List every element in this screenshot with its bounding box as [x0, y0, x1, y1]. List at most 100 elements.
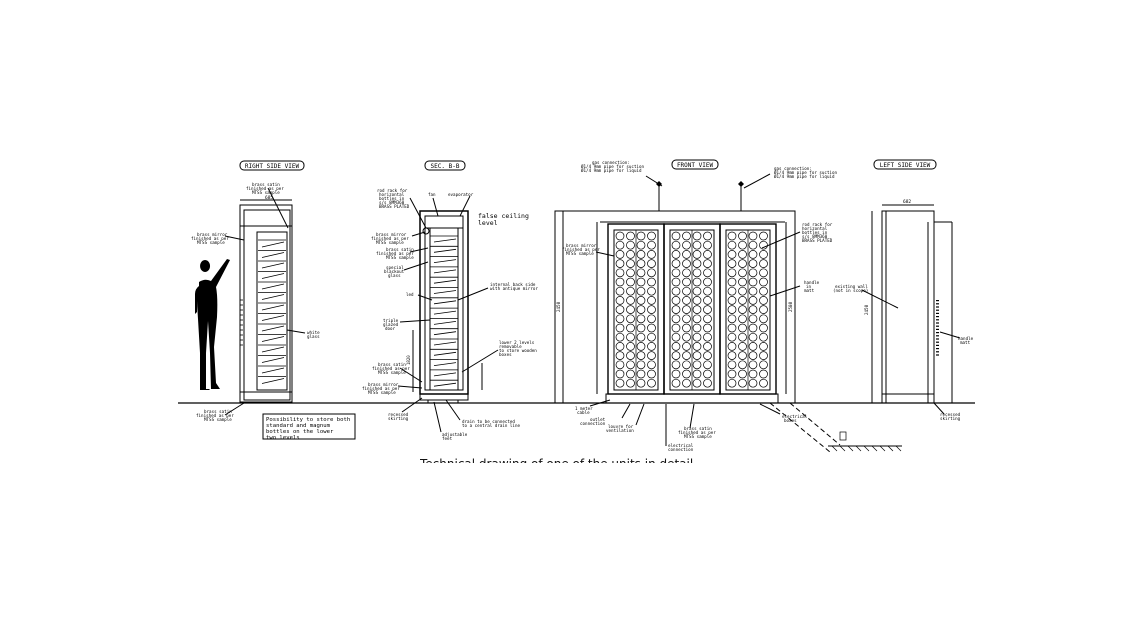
bottle-line: [261, 283, 285, 290]
bottle-circle: [636, 342, 646, 351]
note-line: gas connection:: [592, 160, 630, 165]
bottle-circle: [647, 231, 656, 241]
bottle-circle: [759, 369, 768, 379]
note-line: brass satin: [386, 247, 414, 252]
bottle-circle: [748, 277, 758, 287]
bottle-circle: [671, 268, 681, 278]
bottle-circle: [647, 250, 656, 259]
note-line: false ceiling: [478, 212, 529, 220]
leader: [635, 403, 645, 426]
note-line: boxes: [784, 418, 797, 423]
bottle-circle: [615, 259, 625, 268]
bottle-circle: [738, 231, 747, 241]
bottle-circle: [759, 259, 768, 268]
bottle-line: [433, 362, 457, 366]
bottle-circle: [636, 231, 646, 241]
note-line: Ø1/4 9mm pipe for liquid: [581, 168, 642, 173]
leader: [445, 399, 461, 421]
bottle-circle: [671, 351, 681, 360]
bottle-line: [433, 300, 457, 305]
bottle-circle: [671, 240, 681, 250]
ls-height-dim-text: 2450: [864, 304, 869, 315]
note-line: (not in scope): [833, 288, 868, 293]
bottle-circle: [692, 378, 702, 388]
bottle-circle: [692, 305, 702, 314]
bottle-circle: [615, 369, 625, 379]
handle-mark: [936, 303, 939, 305]
note-line: finished as per: [246, 186, 284, 191]
note-line: brass satin: [204, 409, 232, 414]
fr-note-water: 1 meter cable: [575, 406, 595, 415]
handle-mark: [936, 325, 939, 327]
note-line: to store wooden: [499, 348, 537, 353]
ls-note-skirting: recessed skirting: [940, 412, 963, 421]
note-line: outlet: [590, 417, 606, 422]
note-line: brass mirror: [376, 232, 407, 237]
bottle-circle: [759, 277, 768, 287]
bottle-circle: [727, 332, 737, 342]
note-line: brass mirror: [368, 382, 399, 387]
note-line: Ø1/4 9mm pipe for suction: [581, 164, 645, 169]
leader: [401, 397, 423, 413]
note-line: adjustable: [442, 432, 468, 437]
bottle-circle: [671, 296, 681, 305]
bottle-circle: [703, 378, 712, 388]
note-line: removable: [499, 344, 522, 349]
bottle-circle: [636, 378, 646, 388]
bottle-circle: [692, 332, 702, 342]
handle-mark: [936, 306, 939, 308]
bottle-circle: [626, 332, 635, 342]
bottle-circle: [626, 378, 635, 388]
bottle-circle: [682, 314, 691, 324]
rs-leader-glass: [286, 329, 306, 334]
bottle-circle: [647, 323, 656, 333]
bottle-circle: [692, 240, 702, 250]
bottle-circle: [636, 286, 646, 296]
note-line: MTSS sample: [376, 240, 404, 245]
bottle-circle: [636, 332, 646, 342]
handle-mark: [936, 312, 939, 314]
bottle-line: [433, 341, 457, 346]
leader: [432, 197, 439, 217]
bottle-circle: [615, 231, 625, 241]
fr-bottles: [615, 230, 768, 390]
bottle-circle: [727, 323, 737, 333]
bottle-circle: [727, 259, 737, 268]
bottle-circle: [636, 259, 646, 268]
bottle-circle: [615, 286, 625, 296]
bottle-circle: [647, 259, 656, 268]
bottle-circle: [647, 342, 656, 351]
note-line: finished as per: [562, 247, 600, 252]
note-line: triple: [383, 318, 399, 323]
bottle-line: [433, 248, 457, 253]
bottle-circle: [682, 332, 691, 342]
bottle-circle: [703, 259, 712, 268]
note-line: finished as per: [191, 236, 229, 241]
bottle-line: [261, 241, 285, 248]
bottle-circle: [682, 323, 691, 333]
ls-handle-marks: [936, 300, 939, 356]
fr-note-rod: rod rack for horizontal bottles in s/s 8…: [802, 222, 835, 243]
bottle-circle: [671, 360, 681, 370]
bottle-circle: [692, 277, 702, 287]
bottle-circle: [748, 378, 758, 388]
note-line: matt: [960, 340, 971, 345]
bottle-circle: [671, 231, 681, 241]
note-line: finished as per: [678, 430, 716, 435]
bottle-line: [261, 315, 285, 321]
bottle-circle: [692, 342, 702, 351]
bottle-circle: [692, 231, 702, 241]
bottle-circle: [615, 378, 625, 388]
bottle-circle: [759, 314, 768, 324]
bottle-circle: [738, 277, 747, 287]
leader: [399, 319, 431, 323]
note-line: door: [385, 326, 396, 331]
bottle-line: [433, 259, 457, 263]
note-line: Ø1/4 9mm pipe for suction: [774, 170, 838, 175]
note-line: MTSS sample: [368, 390, 396, 395]
leader: [761, 231, 801, 249]
bottle-circle: [626, 240, 635, 250]
bottle-circle: [626, 250, 635, 259]
note-line: horizontal: [379, 192, 405, 197]
